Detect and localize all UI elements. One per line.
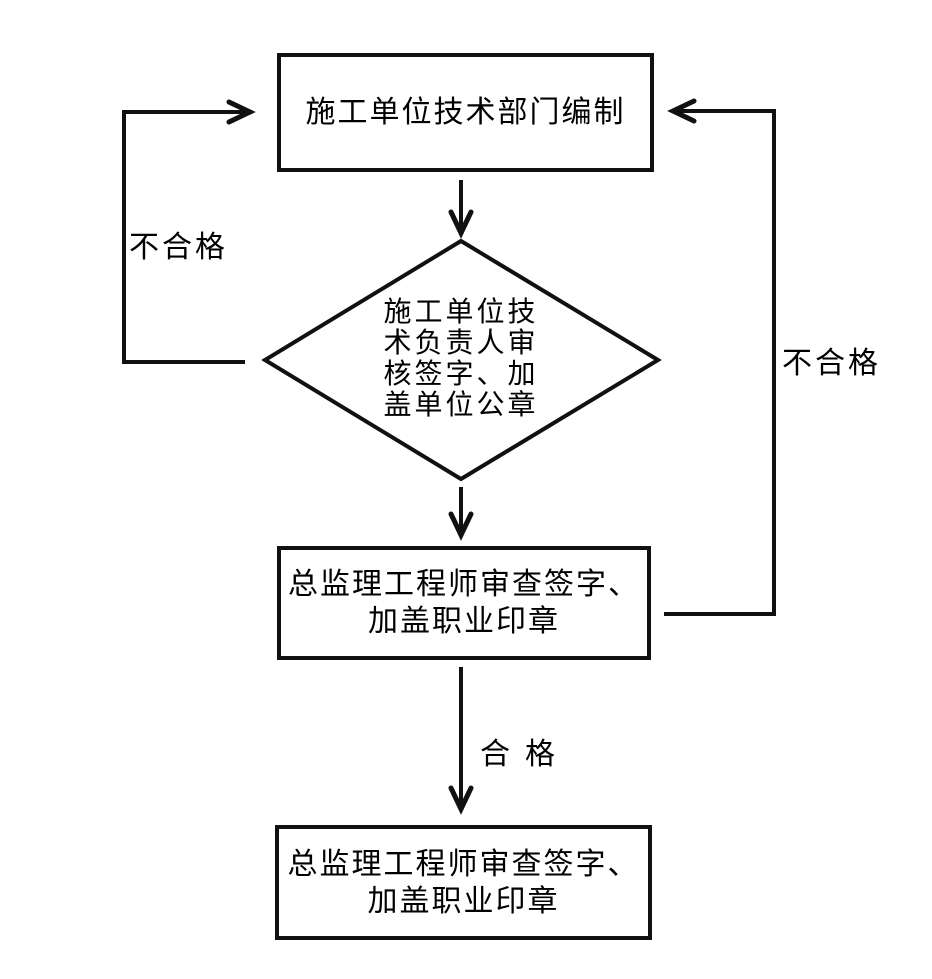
- node-compile: 施工单位技术部门编制: [277, 53, 654, 172]
- node-compile-label: 施工单位技术部门编制: [305, 96, 626, 129]
- edge-label-pass: 合格: [480, 738, 570, 771]
- diamond-label-line: 盖单位公章: [383, 389, 539, 420]
- edge-label-fail-right: 不合格: [782, 347, 881, 380]
- node-final-review-line: 加盖职业印章: [367, 884, 560, 918]
- diamond-label-line: 施工单位技: [383, 296, 539, 327]
- node-chief-review-line: 加盖职业印章: [368, 605, 560, 638]
- node-final-review-line: 总监理工程师审查签字、: [287, 847, 640, 881]
- arrow-left-fail-loop: [122, 99, 256, 364]
- edge-label-fail-left: 不合格: [129, 231, 228, 264]
- node-chief-review-line: 总监理工程师审查签字、: [288, 568, 640, 601]
- node-chief-review: 总监理工程师审查签字、 加盖职业印章: [277, 546, 651, 660]
- diamond-label-line: 核签字、加: [383, 358, 539, 389]
- diamond-label-line: 术负责人审: [383, 327, 539, 358]
- decision-diamond-shape: [261, 238, 662, 482]
- arrow-right-fail-loop: [664, 98, 776, 616]
- node-review-diamond: 施工单位技 术负责人审 核签字、加 盖单位公章: [331, 296, 591, 420]
- node-final-review: 总监理工程师审查签字、 加盖职业印章: [275, 825, 652, 940]
